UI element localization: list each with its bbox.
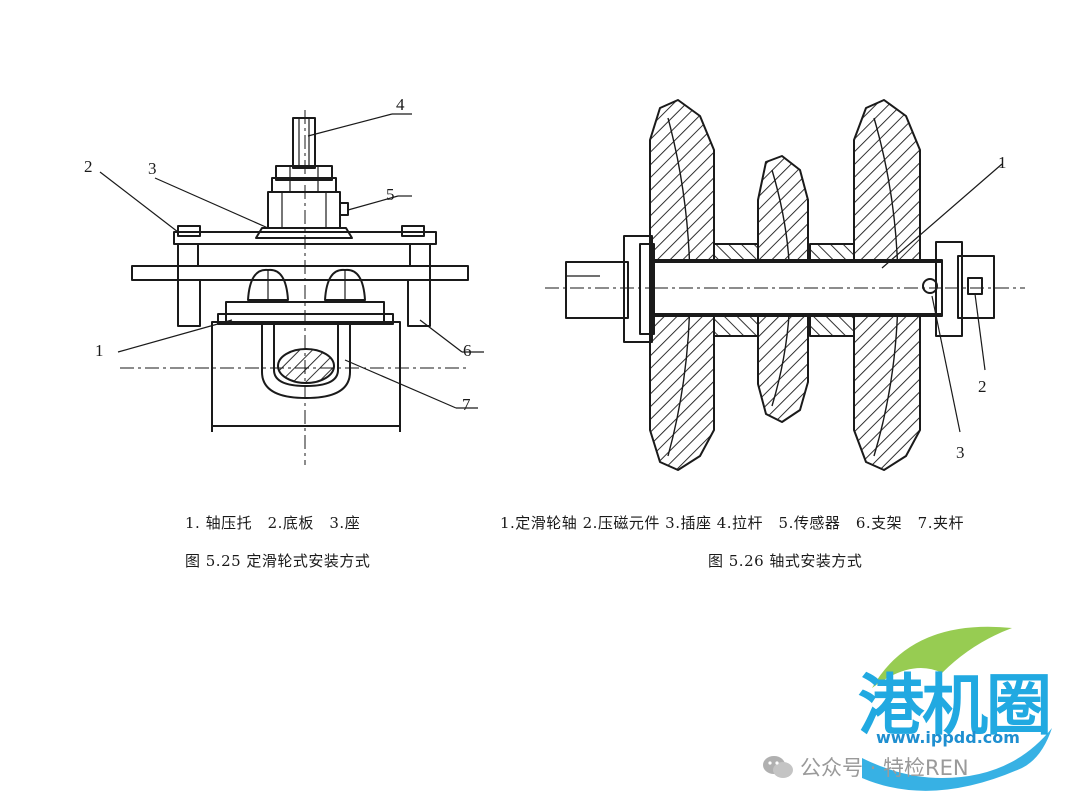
shaft-mount-drawing [545,99,1025,471]
callout-r1: 1 [998,153,1007,172]
watermark-logo [862,626,1052,791]
callout-6: 6 [463,341,472,360]
callout-1: 1 [95,341,104,360]
left-legend: 1. 轴压托 2.底板 3.座 [185,514,361,532]
callout-7: 7 [462,395,471,414]
right-caption: 图 5.26 轴式安装方式 [708,552,863,570]
right-legend: 1.定滑轮轴 2.压磁元件 3.插座 4.拉杆 5.传感器 6.支架 7.夹杆 [500,514,964,532]
callout-r3: 3 [956,443,965,462]
left-caption: 图 5.25 定滑轮式安装方式 [185,552,371,570]
callout-2: 2 [84,157,93,176]
callout-4: 4 [396,95,405,114]
watermark-account: 公众号 · 特检REN [762,752,969,782]
pulley-mount-drawing [99,110,484,465]
callout-r2: 2 [978,377,987,396]
wechat-icon [763,756,793,778]
watermark-url: www.ippdd.com [876,728,1020,747]
watermark-logo-text: 港机圈 [858,667,1052,744]
callout-3: 3 [148,159,157,178]
watermark-account-text: 公众号 · 特检REN [800,756,969,780]
callout-5: 5 [386,185,395,204]
